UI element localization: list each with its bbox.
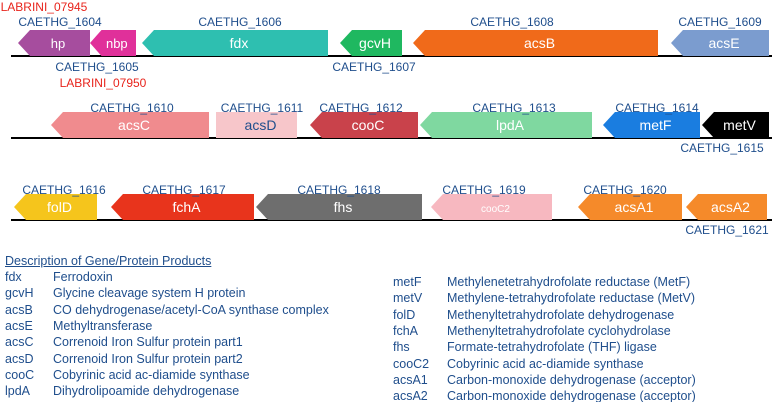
locus-tag-label: CAETHG_1610 bbox=[90, 101, 174, 115]
legend-abbr: lpdA bbox=[5, 384, 31, 399]
legend-abbr: acsC bbox=[5, 335, 34, 350]
gene-arrow-hp bbox=[18, 30, 90, 56]
legend-description: Correnoid Iron Sulfur protein part2 bbox=[53, 351, 243, 366]
locus-tag-label: CAETHG_1620 bbox=[583, 183, 667, 197]
gene-label-acsC: acsC bbox=[118, 117, 150, 133]
legend-abbr: folD bbox=[393, 307, 416, 322]
gene-label-nbp: nbp bbox=[106, 36, 128, 51]
legend-abbr: metV bbox=[393, 291, 423, 306]
legend-description: Methyltransferase bbox=[53, 318, 153, 333]
legend-abbr: fdx bbox=[5, 270, 22, 284]
gene-arrow-fchA bbox=[111, 194, 254, 220]
legend-abbr: acsA2 bbox=[393, 389, 428, 402]
gene-label-metV: metV bbox=[723, 117, 756, 133]
gene-arrow-acsA2 bbox=[686, 194, 767, 220]
gene-label-cooC: cooC bbox=[352, 117, 385, 133]
locus-tag-label: CAETHG_1621 bbox=[685, 223, 769, 237]
gene-arrow-lpdA bbox=[420, 112, 592, 138]
legend-description: Formate-tetrahydrofolate (THF) ligase bbox=[447, 340, 657, 355]
gene-label-acsE: acsE bbox=[708, 35, 739, 51]
legend-abbr: acsD bbox=[5, 351, 34, 366]
locus-tag-label: CAETHG_1612 bbox=[319, 101, 403, 115]
gene-label-fdx: fdx bbox=[230, 35, 249, 51]
legend-description: Methylenetetrahydrofolate reductase (Met… bbox=[447, 275, 691, 289]
gene-arrow-acsA1 bbox=[578, 194, 682, 220]
legend-description: Carbon-monoxide dehydrogenase (acceptor) bbox=[447, 372, 696, 387]
locus-tag-label: CAETHG_1608 bbox=[470, 15, 554, 29]
locus-tag-label: LABRINI_07945 bbox=[1, 0, 88, 14]
locus-tag-label: LABRINI_07950 bbox=[60, 76, 147, 90]
gene-arrow-folD bbox=[14, 194, 97, 220]
legend-abbr: metF bbox=[393, 275, 422, 289]
gene-arrow-acsE bbox=[671, 30, 769, 56]
legend-description: Ferrodoxin bbox=[53, 270, 113, 284]
legend-description: Methylene-tetrahydrofolate reductase (Me… bbox=[447, 291, 696, 306]
locus-tag-label: CAETHG_1604 bbox=[18, 15, 102, 29]
legend-abbr: fhs bbox=[393, 340, 410, 355]
locus-tag-label: CAETHG_1617 bbox=[142, 183, 226, 197]
gene-arrow-acsC bbox=[51, 112, 209, 138]
gene-label-acsD: acsD bbox=[245, 117, 277, 133]
gene-label-fchA: fchA bbox=[172, 199, 201, 215]
locus-tag-label: CAETHG_1616 bbox=[22, 183, 106, 197]
legend-abbr: acsE bbox=[5, 318, 33, 333]
locus-tag-label: CAETHG_1614 bbox=[615, 101, 699, 115]
gene-label-cooC2: cooC2 bbox=[481, 204, 510, 215]
gene-label-metF: metF bbox=[640, 117, 672, 133]
gene-arrow-metV bbox=[702, 112, 769, 138]
locus-tag-label: CAETHG_1607 bbox=[332, 60, 416, 74]
locus-tag-label: CAETHG_1619 bbox=[442, 183, 526, 197]
gene-label-folD: folD bbox=[47, 199, 72, 215]
legend-description: CO dehydrogenase/acetyl-CoA synthase com… bbox=[53, 302, 329, 317]
gene-arrow-gcvH bbox=[340, 30, 402, 56]
locus-tag-label: CAETHG_1615 bbox=[680, 141, 764, 155]
locus-tag-label: CAETHG_1605 bbox=[55, 60, 139, 74]
legend-description: Methenyltetrahydrofolate cyclohydrolase bbox=[447, 323, 671, 338]
locus-tag-label: CAETHG_1609 bbox=[678, 15, 762, 29]
locus-tag-label: CAETHG_1613 bbox=[472, 101, 556, 115]
legend-description: Cobyrinic acid ac-diamide synthase bbox=[53, 367, 250, 382]
gene-arrow-nbp bbox=[90, 30, 136, 56]
legend-description: Dihydrolipoamide dehydrogenase bbox=[53, 384, 240, 399]
locus-tag-label: CAETHG_1611 bbox=[221, 101, 304, 115]
gene-arrow-acsD bbox=[216, 112, 297, 138]
gene-label-hp: hp bbox=[51, 36, 65, 51]
gene-label-fhs: fhs bbox=[334, 199, 353, 215]
gene-arrow-fdx bbox=[142, 30, 328, 56]
gene-arrow-fhs bbox=[256, 194, 422, 220]
legend-description: Methenyltetrahydrofolate dehydrogenase bbox=[447, 307, 675, 322]
locus-tag-label: CAETHG_1618 bbox=[297, 183, 381, 197]
legend-description: Carbon-monoxide dehydrogenase (acceptor) bbox=[447, 389, 696, 402]
legend-description: Glycine cleavage system H protein bbox=[53, 286, 246, 301]
legend-abbr: cooC bbox=[5, 367, 35, 382]
gene-label-acsA1: acsA1 bbox=[615, 199, 654, 215]
gene-label-acsB: acsB bbox=[524, 35, 555, 51]
locus-tag-label: CAETHG_1606 bbox=[198, 15, 282, 29]
legend-abbr: cooC2 bbox=[393, 356, 430, 371]
gene-label-lpdA: lpdA bbox=[496, 117, 525, 133]
gene-label-gcvH: gcvH bbox=[359, 35, 391, 51]
legend-title: Description of Gene/Protein Products bbox=[5, 254, 212, 268]
gene-arrow-acsB bbox=[413, 30, 658, 56]
gene-arrow-cooC bbox=[310, 112, 418, 138]
gene-arrow-metF bbox=[603, 112, 700, 138]
legend-description: Correnoid Iron Sulfur protein part1 bbox=[53, 335, 243, 350]
gene-label-acsA2: acsA2 bbox=[711, 199, 750, 215]
legend-description: Cobyrinic acid ac-diamide synthase bbox=[447, 356, 644, 371]
legend-abbr: acsB bbox=[5, 302, 33, 317]
legend-abbr: acsA1 bbox=[393, 372, 428, 387]
legend-abbr: gcvH bbox=[5, 286, 34, 301]
gene-arrow-cooC2 bbox=[431, 194, 552, 220]
legend-abbr: fchA bbox=[393, 323, 419, 338]
